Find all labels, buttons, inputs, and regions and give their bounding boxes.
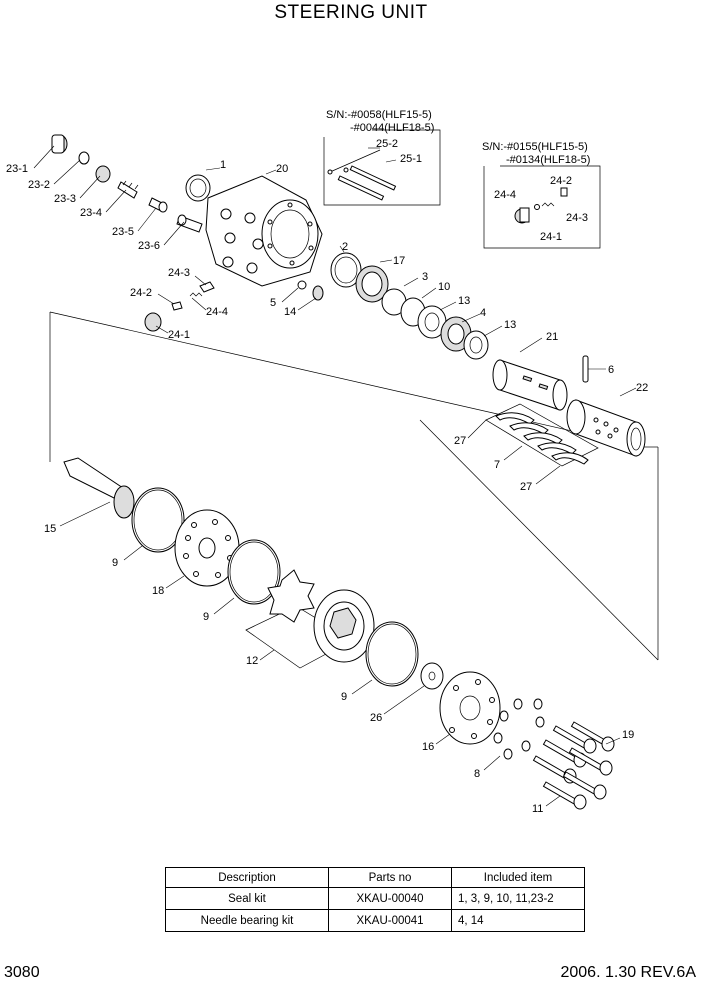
assembly-frame-lines	[49, 311, 659, 661]
part-2-ring	[330, 252, 362, 288]
serial-note-2-line-2: -#0134(HLF18-5)	[506, 154, 590, 166]
label-17: 17	[393, 255, 405, 267]
part-14-bearing	[312, 285, 324, 301]
label-19: 19	[622, 729, 634, 741]
leader-lines	[33, 145, 637, 807]
part-24-group	[144, 281, 215, 332]
part-23-group	[51, 134, 203, 233]
header-description: Description	[165, 867, 329, 888]
label-24-3-box: 24-3	[566, 212, 588, 224]
label-1: 1	[220, 159, 226, 171]
label-4: 4	[480, 307, 486, 319]
part-18-plate	[174, 509, 240, 587]
label-23-1: 23-1	[6, 163, 28, 175]
header-parts-no: Parts no	[328, 867, 452, 888]
label-25-1: 25-1	[400, 153, 422, 165]
label-5: 5	[270, 297, 276, 309]
label-3: 3	[422, 271, 428, 283]
part-21-spool	[492, 359, 568, 411]
page-number: 3080	[4, 964, 40, 981]
label-15: 15	[44, 523, 56, 535]
label-23-4: 23-4	[80, 207, 102, 219]
label-22: 22	[636, 382, 648, 394]
label-14: 14	[284, 306, 296, 318]
label-9-a: 9	[112, 557, 118, 569]
serial-note-1-line-1: S/N:-#0058(HLF15-5)	[326, 109, 432, 121]
label-9-b: 9	[203, 611, 209, 623]
serial-box-24	[483, 165, 601, 249]
kit-table: Description Parts no Included item Seal …	[165, 867, 585, 932]
kit-table-header: Description Parts no Included item	[165, 867, 585, 888]
label-24-2: 24-2	[130, 287, 152, 299]
label-13: 13	[458, 295, 470, 307]
label-9-c: 9	[341, 691, 347, 703]
header-included-item: Included item	[451, 867, 585, 888]
part-26-plate	[420, 662, 444, 690]
part-labels: 23-1 23-2 23-3 23-4 23-5 23-6 1 20 25-2 …	[6, 138, 648, 815]
part-9-oring-c	[365, 621, 419, 687]
part-12-gear-set	[245, 569, 375, 669]
cell-description: Seal kit	[165, 887, 329, 910]
part-6-pin	[582, 355, 589, 383]
cell-parts-no: XKAU-00041	[328, 909, 452, 932]
label-24-4-box: 24-4	[494, 189, 516, 201]
label-24-1: 24-1	[168, 329, 190, 341]
label-26: 26	[370, 712, 382, 724]
part-9-oring-b	[227, 539, 281, 605]
label-10: 10	[438, 281, 450, 293]
revision-date: 2006. 1.30 REV.6A	[560, 964, 696, 981]
label-24-3: 24-3	[168, 267, 190, 279]
label-24-4: 24-4	[206, 306, 228, 318]
part-16-end-cap	[439, 671, 501, 745]
cell-parts-no: XKAU-00040	[328, 887, 452, 910]
part-20-housing	[205, 175, 323, 287]
serial-note-2-line-1: S/N:-#0155(HLF15-5)	[482, 141, 588, 153]
page-title: STEERING UNIT	[274, 2, 428, 23]
label-23-6: 23-6	[138, 240, 160, 252]
table-row: Needle bearing kit XKAU-00041 4, 14	[165, 909, 585, 932]
part-8-washers	[493, 698, 545, 760]
part-13-washer-b	[463, 330, 489, 360]
part-9-oring-a	[131, 487, 185, 553]
label-23-3: 23-3	[54, 193, 76, 205]
label-16: 16	[422, 741, 434, 753]
label-7: 7	[494, 459, 500, 471]
label-27-b: 27	[520, 481, 532, 493]
cell-included-item: 1, 3, 9, 10, 11,23-2	[451, 887, 585, 910]
part-15-drive-shaft	[63, 457, 135, 519]
label-21: 21	[546, 331, 558, 343]
label-23-5: 23-5	[112, 226, 134, 238]
label-24-1-box: 24-1	[540, 231, 562, 243]
serial-note-1-line-2: -#0044(HLF18-5)	[350, 122, 434, 134]
label-11: 11	[532, 803, 543, 815]
part-27-springs	[485, 403, 599, 467]
serial-box-25	[323, 129, 441, 206]
label-8: 8	[474, 768, 480, 780]
part-11-19-bolts	[532, 721, 615, 810]
part-22-sleeve	[566, 399, 646, 457]
label-27: 27	[454, 435, 466, 447]
label-18: 18	[152, 585, 164, 597]
cell-description: Needle bearing kit	[165, 909, 329, 932]
label-12: 12	[246, 655, 258, 667]
label-24-2-box: 24-2	[550, 175, 572, 187]
table-row: Seal kit XKAU-00040 1, 3, 9, 10, 11,23-2	[165, 887, 585, 910]
label-25-2: 25-2	[376, 138, 398, 150]
part-5-ball	[297, 280, 307, 290]
label-6: 6	[608, 364, 614, 376]
cell-included-item: 4, 14	[451, 909, 585, 932]
label-23-2: 23-2	[28, 179, 50, 191]
label-13-b: 13	[504, 319, 516, 331]
label-2: 2	[342, 241, 348, 253]
label-20: 20	[276, 163, 288, 175]
